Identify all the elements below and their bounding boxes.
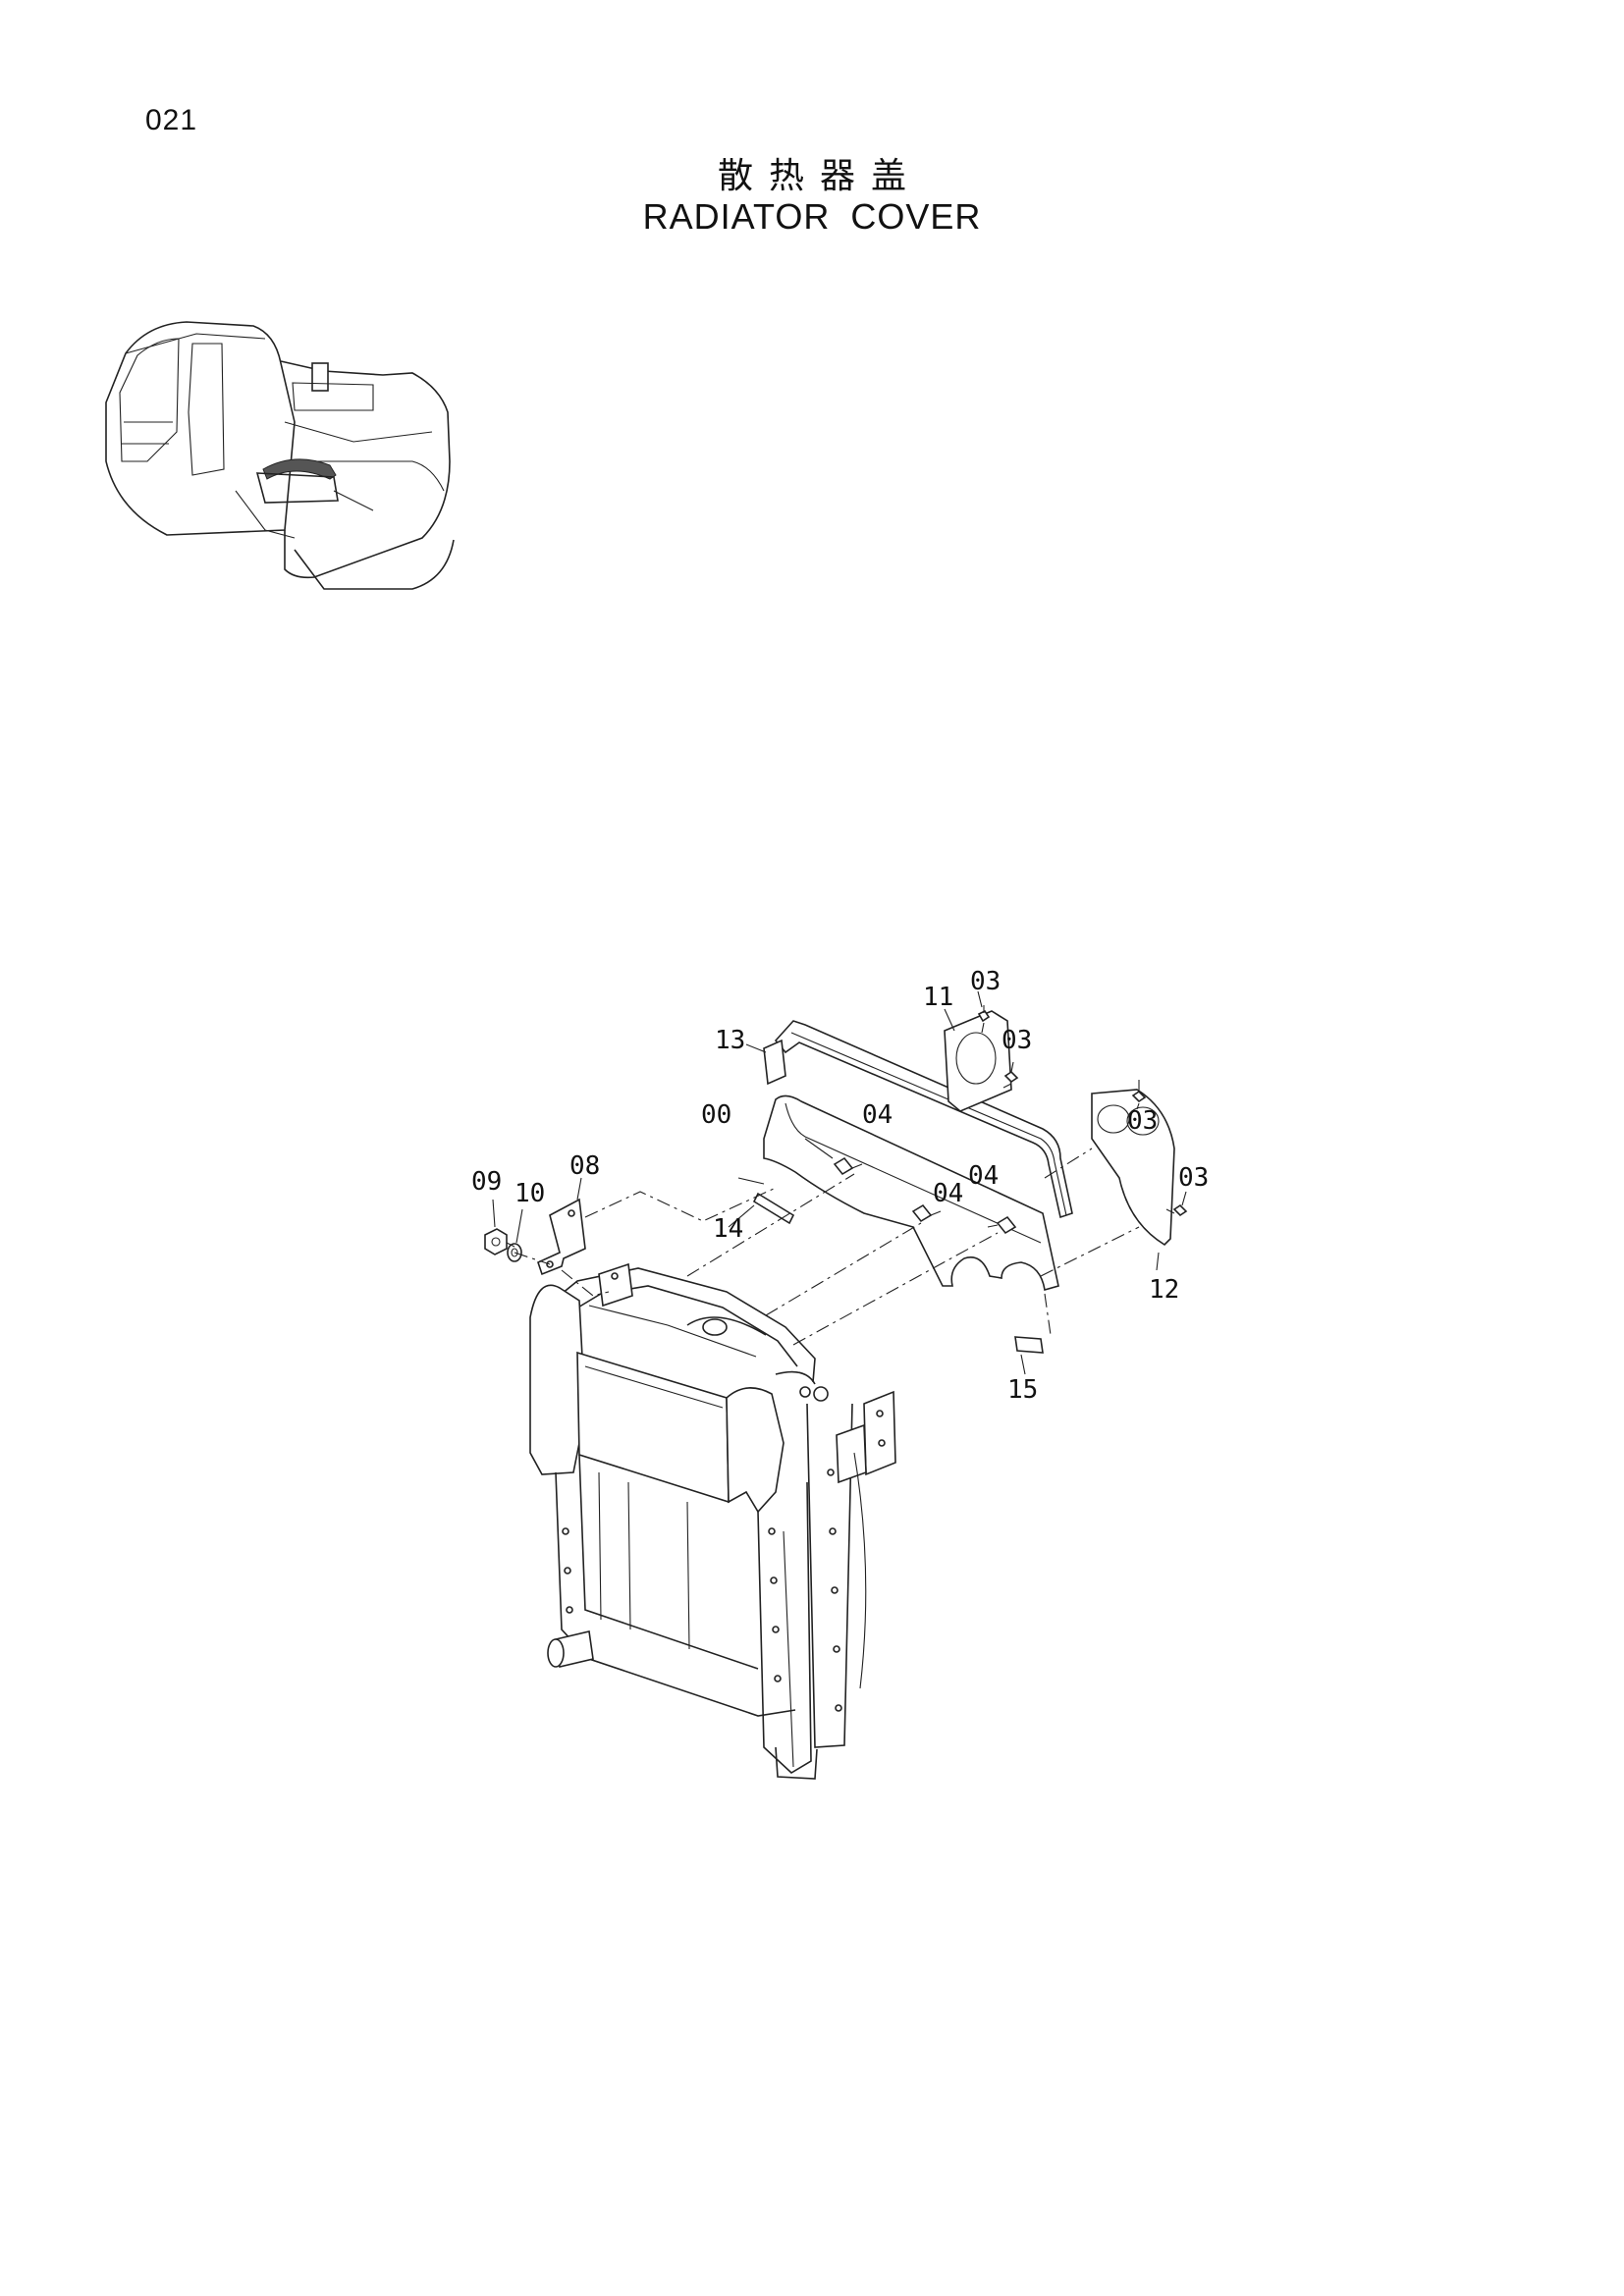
callout-04-b: 04 bbox=[933, 1179, 963, 1208]
callout-00: 00 bbox=[701, 1100, 731, 1130]
radiator-assembly bbox=[529, 1262, 896, 1780]
bolt-03-c bbox=[1131, 1090, 1147, 1103]
bolt-04-b bbox=[911, 1203, 942, 1223]
callout-08: 08 bbox=[569, 1151, 600, 1181]
bolt-03-a bbox=[977, 1005, 991, 1023]
title-chinese: 散热器盖 bbox=[717, 156, 922, 196]
bracket-08 bbox=[537, 1198, 586, 1276]
callout-03-b: 03 bbox=[1001, 1026, 1032, 1055]
callout-03-c: 03 bbox=[1127, 1106, 1158, 1136]
callout-10: 10 bbox=[514, 1179, 545, 1208]
callout-03-a: 03 bbox=[970, 967, 1001, 996]
flange-plate-12 bbox=[1091, 1089, 1175, 1247]
cover-panel-00 bbox=[763, 1095, 1059, 1292]
callout-04-a: 04 bbox=[862, 1100, 893, 1130]
spacer-15 bbox=[1014, 1336, 1044, 1354]
callout-14: 14 bbox=[713, 1214, 743, 1244]
bolt-04-c bbox=[987, 1215, 1017, 1235]
callout-03-d: 03 bbox=[1178, 1163, 1209, 1193]
title-english: RADIATOR COVER bbox=[642, 196, 982, 237]
bolt-03-b bbox=[1003, 1070, 1019, 1084]
bolt-04-a bbox=[833, 1156, 863, 1176]
callout-11: 11 bbox=[923, 983, 953, 1012]
callout-09: 09 bbox=[471, 1167, 502, 1197]
bolt-03-d bbox=[1172, 1203, 1188, 1217]
assembly-lines bbox=[506, 1022, 1175, 1346]
flange-plate-11 bbox=[944, 1010, 1012, 1112]
leader-lines bbox=[492, 990, 1187, 1375]
spacer-14 bbox=[752, 1192, 795, 1225]
seal-strip-13 bbox=[763, 1020, 1073, 1219]
excavator-locator-illustration bbox=[105, 321, 455, 590]
callout-13: 13 bbox=[715, 1026, 745, 1055]
callout-12: 12 bbox=[1149, 1275, 1179, 1305]
callout-04-c: 04 bbox=[968, 1161, 999, 1191]
callout-15: 15 bbox=[1007, 1375, 1038, 1405]
page-number: 021 bbox=[145, 104, 198, 136]
nut-09 bbox=[484, 1228, 508, 1255]
